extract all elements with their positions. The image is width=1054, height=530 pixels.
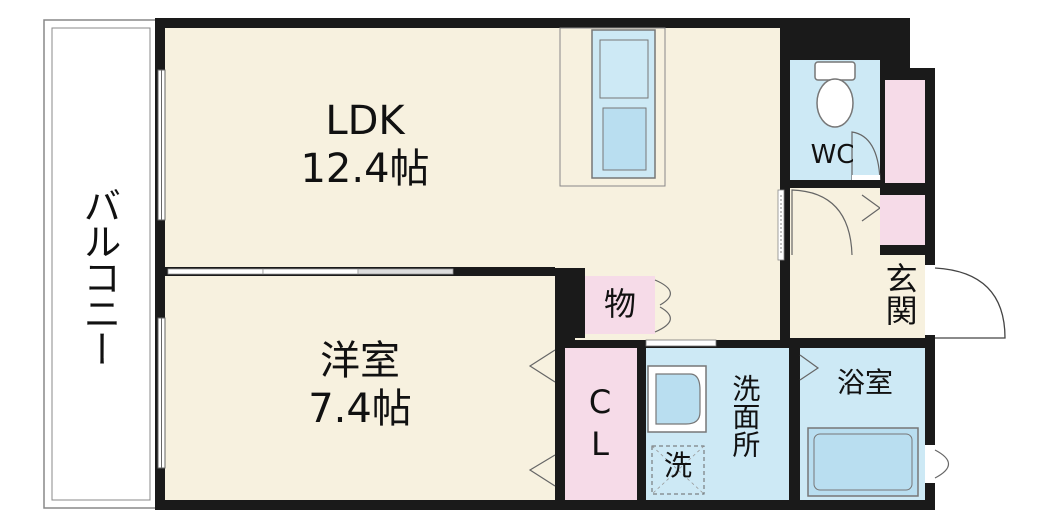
western-size: 7.4帖 <box>308 386 412 432</box>
washroom-label: 洗面所 <box>728 374 762 458</box>
western-label: 洋室 7.4帖 <box>280 340 440 430</box>
toilet-tank <box>814 61 856 81</box>
entrance-area <box>880 255 925 338</box>
wc-cabinet <box>885 80 925 183</box>
closet-label: C L <box>575 383 625 463</box>
storage-room <box>585 276 655 334</box>
ldk-size: 12.4帖 <box>300 146 430 192</box>
laundry-label: 洗 <box>663 449 692 482</box>
balcony-label: バルコニー <box>76 186 121 366</box>
ldk-name: LDK <box>325 98 405 144</box>
toilet-bowl <box>816 78 854 128</box>
ldk-room <box>165 28 780 268</box>
washer-space <box>651 445 705 495</box>
hallway <box>790 188 880 338</box>
closet-c: C <box>588 383 612 421</box>
closet-room <box>565 348 637 500</box>
bath-label: 浴室 <box>836 366 893 399</box>
closet-l: L <box>591 424 609 463</box>
western-room <box>165 276 555 500</box>
ldk-label: LDK 12.4帖 <box>280 100 450 190</box>
storage-label: 物 <box>603 285 636 323</box>
entrance-label: 玄関 <box>880 262 919 326</box>
wc-label: WC <box>810 140 855 170</box>
balcony-area <box>43 19 159 509</box>
western-name: 洋室 <box>320 338 400 384</box>
bathtub <box>807 427 919 497</box>
